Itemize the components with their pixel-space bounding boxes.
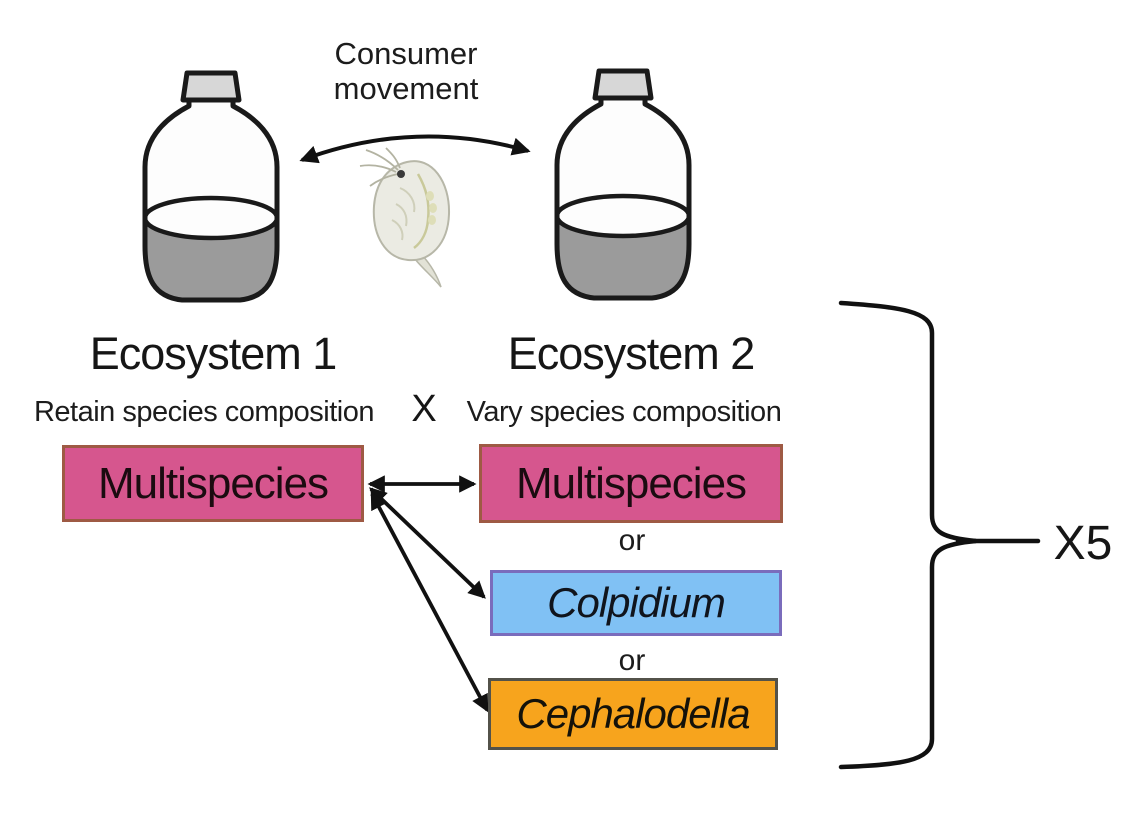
colpidium-label: Colpidium <box>547 579 726 626</box>
cephalodella-box: Cephalodella <box>488 678 778 750</box>
bottle-right-icon <box>557 71 689 300</box>
cephalodella-label: Cephalodella <box>516 690 750 737</box>
multispecies-right-label: Multispecies <box>515 458 747 508</box>
ecosystem-2-title: Ecosystem 2 <box>507 328 756 379</box>
multispecies-left-label: Multispecies <box>97 458 329 508</box>
arrow-multispecies-to-colpidium <box>369 487 486 599</box>
multispecies-box-left: Multispecies <box>62 445 364 522</box>
arrow-multispecies-to-cephalodella <box>370 491 489 713</box>
or-label-2: or <box>618 644 646 677</box>
or-label-1: or <box>618 524 646 557</box>
multispecies-box-right: Multispecies <box>479 444 783 523</box>
vary-composition-label: Vary species composition <box>466 396 782 428</box>
daphnia-icon <box>359 147 451 288</box>
consumer-movement-arrow <box>299 134 531 164</box>
ecosystem-1-title: Ecosystem 1 <box>89 328 338 379</box>
replication-brace <box>838 300 977 770</box>
retain-composition-label: Retain species composition <box>33 396 375 428</box>
colpidium-box: Colpidium <box>490 570 782 636</box>
factorial-cross-label: X <box>411 388 437 430</box>
replication-label: X5 <box>1053 517 1113 570</box>
consumer-movement-label: Consumer movement <box>333 36 479 106</box>
bottle-left-icon <box>145 73 277 302</box>
